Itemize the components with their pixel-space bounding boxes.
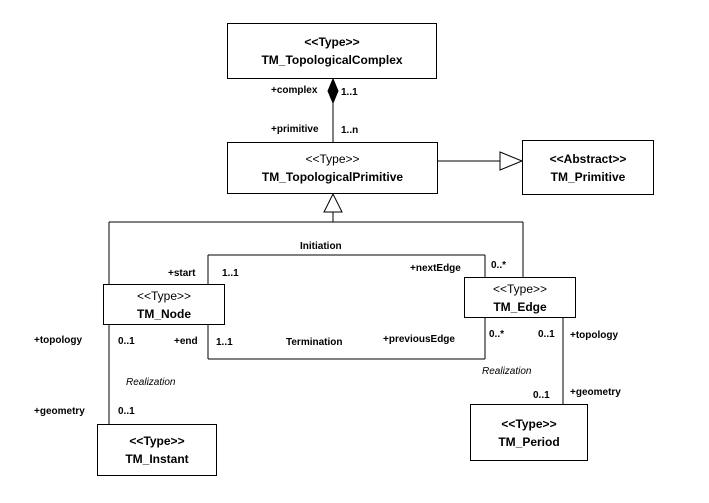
end-multiplicity-label: 1..1 (216, 337, 233, 348)
class-tm-topological-primitive[interactable]: <<Type>> TM_TopologicalPrimitive (227, 142, 438, 194)
class-tm-primitive[interactable]: <<Abstract>> TM_Primitive (522, 140, 654, 195)
composition-diamond (327, 77, 339, 105)
previous-edge-role-label: +previousEdge (383, 334, 455, 345)
complex-multiplicity-label: 1..1 (341, 87, 358, 98)
class-tm-period[interactable]: <<Type>> TM_Period (470, 404, 588, 461)
class-tm-edge[interactable]: <<Type>> TM_Edge (464, 277, 576, 318)
stereotype-label: <<Abstract>> (549, 151, 627, 166)
class-name: TM_Edge (493, 299, 547, 314)
node-geometry-multiplicity-label: 0..1 (118, 406, 135, 417)
stereotype-label: <<Type>> (501, 416, 557, 431)
start-role-label: +start (168, 268, 196, 279)
termination-label: Termination (286, 337, 343, 348)
stereotype-label: <<Type>> (136, 288, 192, 303)
primitive-role-label: +primitive (271, 124, 319, 135)
stereotype-label: <<Type>> (492, 281, 548, 296)
start-multiplicity-label: 1..1 (222, 268, 239, 279)
class-tm-node[interactable]: <<Type>> TM_Node (103, 284, 225, 325)
node-geometry-role-label: +geometry (34, 406, 85, 417)
stereotype-label: <<Type>> (305, 152, 360, 166)
node-topology-role-label: +topology (34, 335, 83, 346)
initiation-label: Initiation (300, 241, 342, 252)
class-name: TM_Node (137, 306, 191, 321)
class-tm-instant[interactable]: <<Type>> TM_Instant (97, 424, 217, 476)
class-tm-topological-complex[interactable]: <<Type>> TM_TopologicalComplex (227, 23, 437, 79)
stereotype-label: <<Type>> (304, 35, 360, 49)
generalization-arrowhead-primitive (323, 192, 343, 213)
next-edge-multiplicity-label: 0..* (491, 260, 507, 271)
class-name: TM_Instant (125, 452, 189, 466)
stereotype-label: <<Type>> (129, 434, 185, 448)
edge-geometry-multiplicity-label: 0..1 (533, 390, 550, 401)
edge-topology-role-label: +topology (570, 330, 619, 341)
node-realization-label: Realization (126, 377, 176, 388)
class-name: TM_Primitive (550, 169, 626, 184)
class-name: TM_Period (498, 434, 560, 449)
edge-geometry-role-label: +geometry (570, 387, 621, 398)
node-topology-multiplicity-label: 0..1 (118, 336, 135, 347)
class-name: TM_TopologicalComplex (261, 53, 403, 67)
edge-topology-multiplicity-label: 0..1 (538, 329, 555, 340)
edge-realization-label: Realization (482, 366, 532, 377)
previous-edge-multiplicity-label: 0..* (489, 329, 505, 340)
complex-role-label: +complex (271, 85, 318, 96)
end-role-label: +end (174, 336, 198, 347)
generalization-arrowhead-abstract (499, 151, 524, 171)
primitive-multiplicity-label: 1..n (341, 125, 359, 136)
class-name: TM_TopologicalPrimitive (261, 170, 404, 184)
next-edge-role-label: +nextEdge (410, 263, 461, 274)
